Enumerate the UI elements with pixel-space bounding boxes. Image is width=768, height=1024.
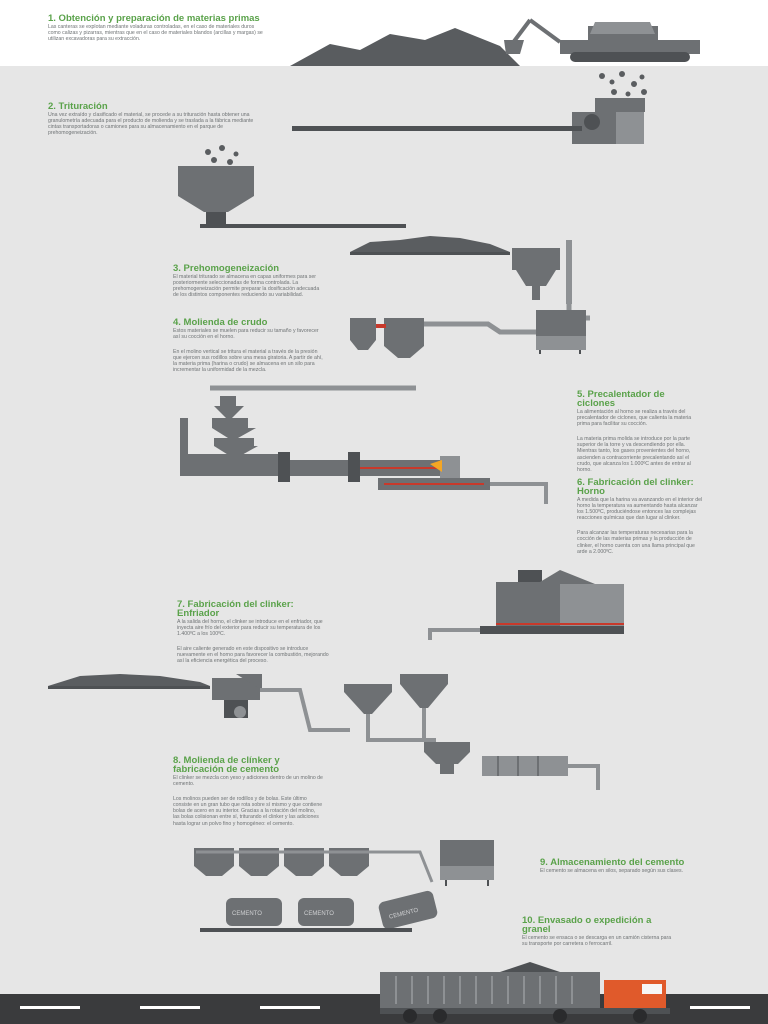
cyclone-tower-icon [180,396,284,464]
bag-label: CEMENTO [304,911,334,917]
step-title: 3. Prehomogeneización [173,263,280,274]
road-marking [690,1006,750,1009]
step-6: 6. Fabricación del clinker: Horno A medi… [577,478,703,555]
step-title: 9. Almacenamiento del cemento [540,857,685,868]
additive-hopper-icon [344,674,448,714]
conveyor-belt [200,928,412,932]
road-marking [20,1006,80,1009]
pipe [260,688,350,732]
storage-hopper-icon [178,166,254,226]
step-title: 8. Molienda de clínker y fabricación de … [173,755,280,775]
step-4: 4. Molienda de crudo Estos materiales se… [173,318,325,374]
conveyor-belt [200,224,406,228]
packing-machine-icon [440,840,494,886]
stockpile [350,236,510,252]
step-text: El cemento se ensaca o se descarga en un… [522,935,672,948]
step-text: El material triturado se almacena en cap… [173,274,320,299]
step-text: A la salida del horno, el clinker se int… [177,619,323,638]
ball-mill-icon [424,742,568,776]
crusher-icon [572,98,645,144]
step-1: 1. Obtención y preparación de materias p… [48,14,268,42]
clinker-silo-icon [480,570,624,634]
step-text: El clinker se mezcla con yeso y adicione… [173,775,323,788]
bag-label: CEMENTO [232,911,262,917]
pipe [366,714,436,742]
step-text: A medida que la harina va avanzando en e… [577,497,703,522]
pipe [490,482,548,504]
step-text: La alimentación al horno se realiza a tr… [577,409,692,428]
truck-icon [380,962,670,1023]
clinker-grinder-icon [212,674,262,718]
step-title: 6. Fabricación del clinker: Horno [577,477,694,497]
clinker-pile [48,674,210,686]
rotary-kiln-icon [180,452,460,482]
step-title: 1. Obtención y preparación de materias p… [48,13,260,24]
quarry-mountain [290,28,520,66]
step-8: 8. Molienda de clínker y fabricación de … [173,756,323,827]
step-text: El aire caliente generado en este dispos… [177,646,329,665]
conveyor-belt [350,252,510,255]
step-title: 2. Trituración [48,101,108,112]
step-2: 2. Trituración Una vez extraído y clasif… [48,101,262,137]
pipe [424,321,536,335]
raw-mill-icon [350,310,586,358]
step-10: 10. Envasado o expedición a granel El ce… [522,916,674,947]
step-5: 5. Precalentador de ciclones La alimenta… [577,390,703,473]
conveyor-belt [292,126,582,131]
step-text: En el molino vertical se tritura el mate… [173,349,323,374]
step-text: El cemento se almacena en silos, separad… [540,868,684,874]
step-text: Las canteras se explotan mediante voladu… [48,24,263,43]
pipe [196,850,434,883]
cement-bag-icon [226,890,438,930]
step-7: 7. Fabricación del clinker: Enfriador A … [177,600,332,665]
rocks-icon [599,71,647,97]
step-title: 10. Envasado o expedición a granel [522,915,652,935]
step-3: 3. Prehomogeneización El material tritur… [173,263,325,299]
step-text: Una vez extraído y clasificado el materi… [48,112,254,137]
rocks-icon [205,145,239,165]
step-text: La materia prima molida se introduce por… [577,436,691,473]
road-marking [140,1006,200,1009]
step-text: Estos materiales se muelen para reducir … [173,328,319,341]
road-marking [260,1006,320,1009]
step-title: 5. Precalentador de ciclones [577,389,665,409]
step-title: 7. Fabricación del clinker: Enfriador [177,599,294,619]
reclaimer-icon [512,240,572,304]
pipe [568,764,600,790]
pipe [428,628,480,640]
step-text: Para alcanzar las temperaturas necesaria… [577,530,695,555]
step-text: Los molinos pueden ser de rodillos y de … [173,796,323,827]
step-title: 4. Molienda de crudo [173,317,268,328]
step-9: 9. Almacenamiento del cemento El cemento… [540,858,700,874]
excavator-icon [504,18,700,62]
